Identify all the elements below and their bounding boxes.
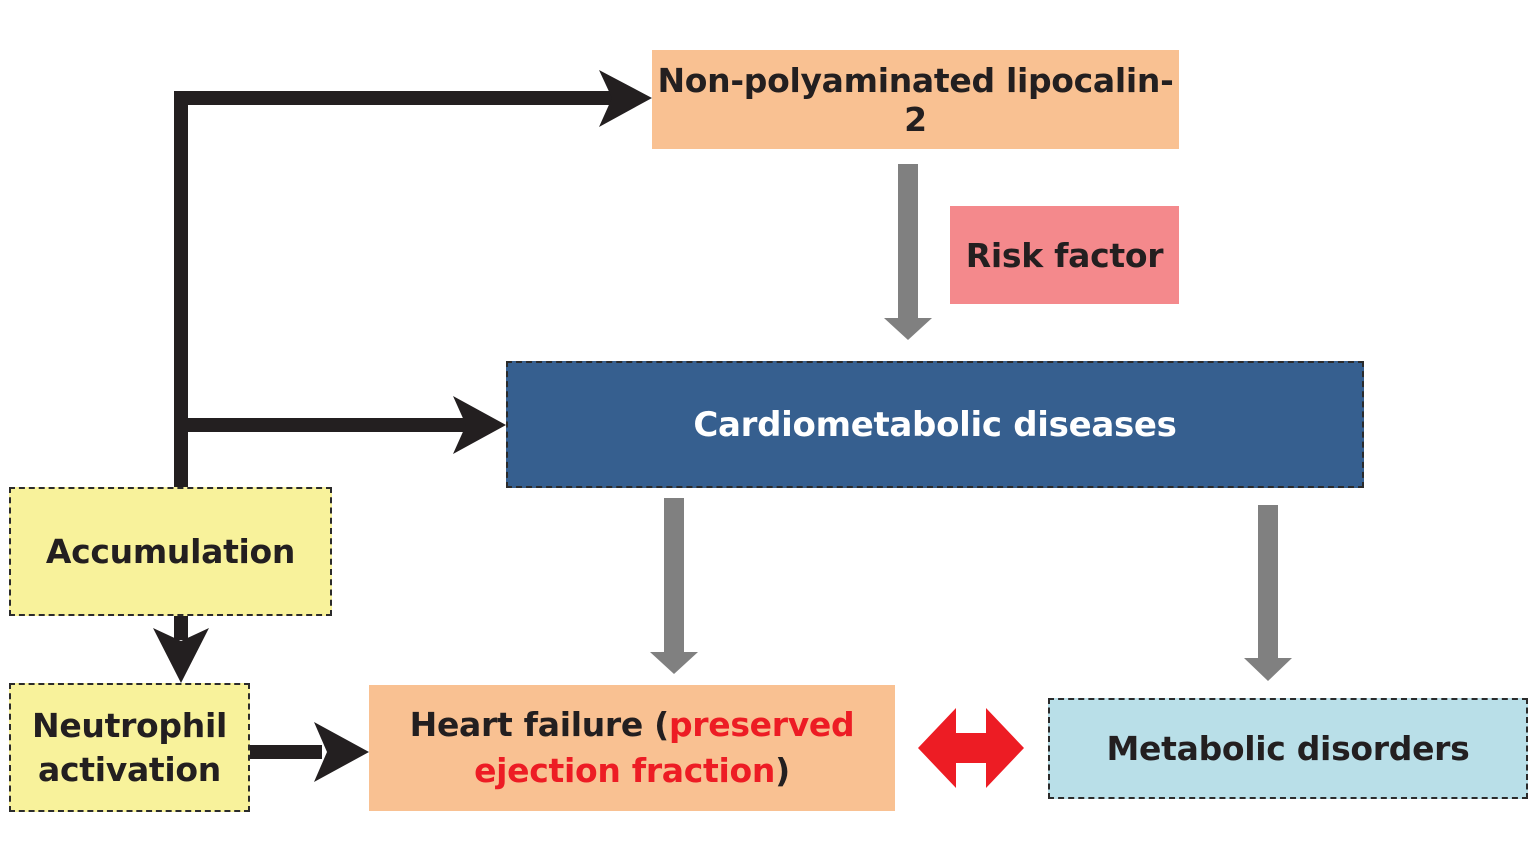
node-cardiometabolic-diseases: Cardiometabolic diseases <box>506 361 1364 488</box>
node-cardiometabolic-label: Cardiometabolic diseases <box>693 404 1177 445</box>
node-lipocalin: Non-polyaminated lipocalin-2 <box>652 50 1179 149</box>
node-risk-factor: Risk factor <box>950 206 1179 304</box>
arrowhead-to-neutrophil <box>153 628 209 683</box>
heart-failure-highlight-line2: ejection fraction <box>474 751 776 790</box>
black-trunk-connector <box>174 91 612 759</box>
node-metabolic-disorders: Metabolic disorders <box>1048 698 1528 799</box>
node-neutrophil-activation: Neutrophil activation <box>9 683 250 812</box>
gray-arrow-cardio-to-heart <box>650 498 698 674</box>
node-metabolic-label: Metabolic disorders <box>1106 729 1470 768</box>
arrowhead-to-cardiometabolic <box>453 396 506 454</box>
node-neutrophil-line1: Neutrophil <box>32 705 227 745</box>
node-lipocalin-label: Non-polyaminated lipocalin-2 <box>657 60 1174 139</box>
arrowhead-to-heart-failure <box>314 722 369 782</box>
node-accumulation-label: Accumulation <box>45 532 296 571</box>
arrowhead-to-lipocalin <box>599 70 652 127</box>
heart-failure-prefix: Heart failure ( <box>409 705 670 744</box>
gray-arrow-lipocalin-to-cardio <box>884 164 932 340</box>
node-heart-failure: Heart failure (preserved ejection fracti… <box>369 685 895 811</box>
node-risk-factor-label: Risk factor <box>965 235 1164 275</box>
gray-arrow-cardio-to-metabolic <box>1244 505 1292 681</box>
heart-failure-suffix: ) <box>775 751 790 790</box>
node-neutrophil-line2: activation <box>38 749 221 789</box>
node-accumulation: Accumulation <box>9 487 332 616</box>
red-double-arrow <box>918 708 1024 788</box>
heart-failure-highlight-line1: preserved <box>668 705 855 744</box>
